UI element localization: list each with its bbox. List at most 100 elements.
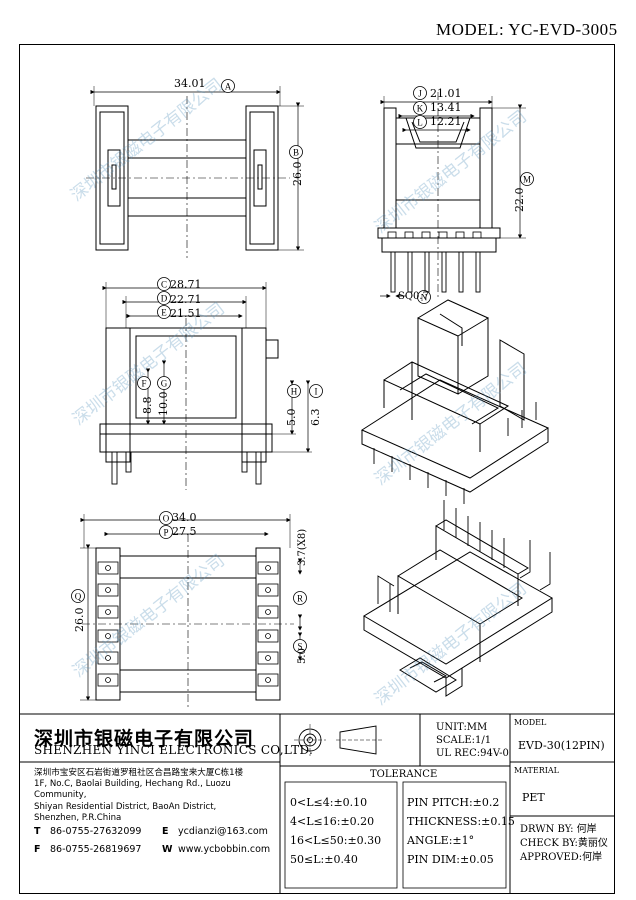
tolerance-row: 0<L≤4:±0.10: [290, 796, 368, 809]
dim-h: 5.0: [285, 408, 298, 427]
email-label: E: [162, 826, 169, 837]
tolerance-row: PIN PITCH:±0.2: [407, 796, 500, 809]
model-value: EVD-30(12PIN): [518, 739, 605, 752]
front-view: [99, 282, 312, 490]
dim-pitch: 3.7(X8): [297, 528, 308, 566]
dim-f: 8.8: [141, 396, 154, 415]
tel-value: 86-0755-27632099: [50, 826, 142, 837]
tolerance-row: 4<L≤16:±0.20: [290, 815, 375, 828]
drawing-frame: [19, 44, 615, 894]
company-name-cn: 深圳市银磁电子有限公司: [34, 728, 255, 750]
callout-circle-l: [413, 115, 427, 129]
dim-p: 27.5: [172, 525, 197, 538]
callout-letter-o: O: [163, 514, 170, 524]
drawn-by: DRWN BY: 何岸: [520, 824, 597, 835]
callout-circle-g: [157, 376, 171, 390]
material-label: MATERIAL: [514, 766, 559, 775]
callout-letter-k: K: [417, 104, 424, 114]
callout-letter-i: I: [315, 387, 318, 397]
callout-circle-j: [413, 86, 427, 100]
tolerance-right: PIN PITCH:±0.2 THICKNESS:±0.15 ANGLE:±1°…: [407, 793, 515, 869]
callout-letter-r: R: [297, 594, 303, 604]
callout-circle-d: [157, 291, 171, 305]
dim-i: 6.3: [309, 408, 322, 427]
callout-letter-e: E: [161, 308, 167, 318]
callout-circle-i: [309, 384, 323, 398]
callout-circle-a: [221, 79, 235, 93]
callout-letter-a: A: [225, 82, 232, 92]
model-label: MODEL: [514, 718, 547, 727]
web-value: www.ycbobbin.com: [178, 844, 271, 855]
callout-circle-f: [137, 376, 151, 390]
callout-circle-k: [413, 101, 427, 115]
callout-circle-b: [289, 145, 303, 159]
web-label: W: [162, 844, 173, 855]
address-line: Shiyan Residential District, BaoAn Distr…: [34, 801, 217, 812]
dim-e: 21.51: [170, 307, 202, 320]
checked-by: CHECK BY:黄丽仪: [520, 838, 608, 849]
email-value: ycdianzi@163.com: [178, 826, 268, 837]
dim-c: 28.71: [170, 278, 202, 291]
dim-n: SQ0.7: [398, 291, 429, 302]
callout-circle-p: [159, 525, 173, 539]
callout-letter-c: C: [161, 280, 167, 290]
callout-circle-h: [287, 384, 301, 398]
callout-letter-s: S: [297, 642, 302, 652]
bottom-view: [80, 514, 303, 708]
material-value: PET: [522, 791, 545, 804]
contact-tel: T 86-0755-27632099: [34, 826, 141, 837]
callout-circle-n: [417, 290, 431, 304]
model-title: MODEL: YC-EVD-3005: [436, 20, 618, 39]
unit-text: UNIT:MM: [436, 722, 488, 733]
tolerance-row: PIN DIM:±0.05: [407, 853, 494, 866]
callout-letter-d: D: [161, 294, 168, 304]
address-line: 深圳市宝安区石岩街道罗租社区合昌路宝来大厦C栋1楼: [34, 768, 244, 778]
callout-letter-m: M: [523, 175, 531, 185]
callout-letter-n: N: [421, 293, 428, 303]
callout-letter-b: B: [293, 148, 299, 158]
tolerance-left: 0<L≤4:±0.10 4<L≤16:±0.20 16<L≤50:±0.30 5…: [290, 793, 381, 869]
dim-m: 22.0: [513, 187, 526, 213]
title-block: [19, 713, 615, 894]
dim-a: 34.01: [174, 77, 206, 90]
top-view: [86, 86, 304, 258]
callout-circle-q: [71, 589, 85, 603]
dim-j: 21.01: [430, 87, 462, 100]
dim-d: 22.71: [170, 293, 202, 306]
callout-circle-e: [157, 305, 171, 319]
dim-g: 10.0: [157, 391, 170, 417]
callout-circle-r: [293, 591, 307, 605]
scale-text: SCALE:1/1: [436, 735, 492, 746]
tolerance-title: TOLERANCE: [370, 769, 438, 780]
callout-letter-q: Q: [75, 592, 82, 602]
tolerance-row: ANGLE:±1°: [407, 834, 475, 847]
dim-s: 5.0: [297, 648, 308, 664]
dim-q: 26.0: [73, 607, 86, 633]
tolerance-row: 16<L≤50:±0.30: [290, 834, 382, 847]
callout-circle-s: [293, 639, 307, 653]
company-address: 深圳市宝安区石岩街道罗租社区合昌路宝来大厦C栋1楼 1F, No.C, Baol…: [34, 768, 269, 824]
ul-text: UL REC:94V-0: [436, 748, 509, 759]
isometric-view-top: [360, 299, 550, 504]
callout-circle-m: [520, 172, 534, 186]
dim-k: 13.41: [430, 101, 462, 114]
callout-circle-c: [157, 277, 171, 291]
approved-by: APPROVED:何岸: [520, 852, 603, 863]
callout-letter-j: J: [418, 89, 422, 99]
fax-value: 86-0755-26819697: [50, 844, 142, 855]
isometric-view-bottom: [363, 500, 553, 697]
address-line: Shenzhen, P.R.China: [34, 812, 122, 823]
callout-letter-p: P: [163, 528, 168, 538]
tolerance-row: 50≤L:±0.40: [290, 853, 358, 866]
tel-label: T: [34, 826, 41, 837]
callout-letter-h: H: [291, 387, 298, 397]
dim-o: 34.0: [172, 511, 197, 524]
dim-b: 26.0: [291, 161, 304, 187]
dim-l: 12.21: [430, 115, 462, 128]
